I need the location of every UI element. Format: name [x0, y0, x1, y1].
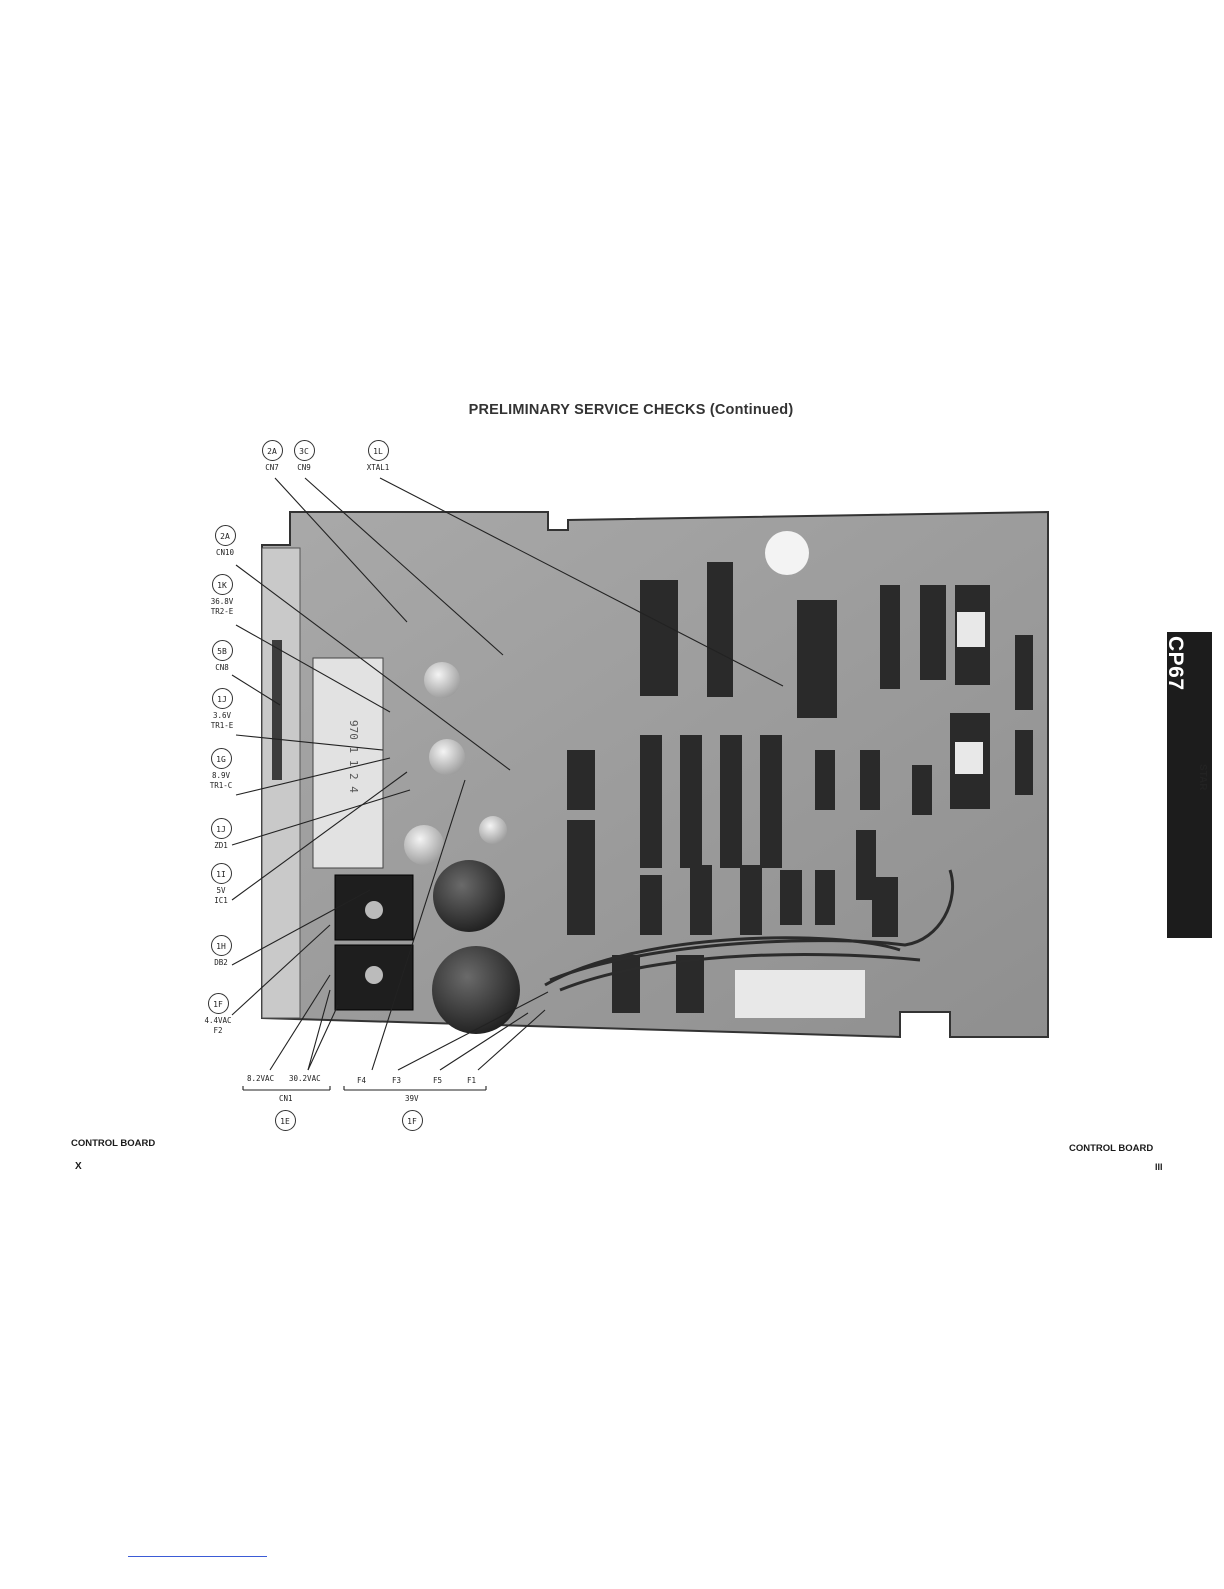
callout-circle: 3C — [294, 440, 315, 461]
callout-label: ZD1 — [204, 841, 238, 851]
callout-label: 3.6V — [205, 711, 239, 721]
callout-label-2: IC1 — [204, 896, 238, 906]
callout-circle: 2A — [215, 525, 236, 546]
callout-circle: 1E — [275, 1110, 296, 1131]
callout-label-2: TR1-E — [205, 721, 239, 731]
callout-label: 36.8V — [205, 597, 239, 607]
callout-circle: 1F — [208, 993, 229, 1014]
relay-module: 970 1 1 2 4 — [313, 658, 383, 868]
callout-label: CN7 — [258, 463, 286, 473]
callout-circle: 1G — [211, 748, 232, 769]
callout-circle: 1I — [211, 863, 232, 884]
callout-label-2: TR2-E — [205, 607, 239, 617]
callout-label: 5V — [204, 886, 238, 896]
callout-label: 8.9V — [204, 771, 238, 781]
callout-label: CN9 — [290, 463, 318, 473]
callout-3c-cn9: 3C CN9 — [290, 440, 318, 473]
label-8-2vac: 8.2VAC — [247, 1074, 274, 1083]
callout-1i-ic1: 1I 5V IC1 — [204, 863, 238, 906]
callout-circle: 1L — [368, 440, 389, 461]
label-cn1: CN1 — [279, 1094, 293, 1103]
callout-label-2: F2 — [198, 1026, 238, 1036]
callout-label: DB2 — [204, 958, 238, 968]
side-tab-code: CP67 — [1163, 636, 1187, 691]
label-f5: F5 — [433, 1076, 442, 1085]
callout-5b-cn8: 5B CN8 — [205, 640, 239, 673]
board-silk-number: 970 1 1 2 4 — [347, 720, 360, 793]
footer-left-label: CONTROL BOARD — [71, 1138, 155, 1149]
side-tab-text: CP67 STAR MODEL NR-10(VERSIONS 1,2,3) — [1144, 632, 1189, 938]
callout-label: XTAL1 — [360, 463, 396, 473]
callout-circle: 1J — [212, 688, 233, 709]
callout-1g-tr1c: 1G 8.9V TR1-C — [204, 748, 238, 791]
side-tab-model: MODEL NR-10(VERSIONS 1,2,3) — [1154, 702, 1165, 845]
callout-2a-cn10: 2A CN10 — [208, 525, 242, 558]
label-39v: 39V — [405, 1094, 419, 1103]
label-f3: F3 — [392, 1076, 401, 1085]
callout-label: 4.4VAC — [198, 1016, 238, 1026]
section-side-tab: CP67 STAR MODEL NR-10(VERSIONS 1,2,3) — [1167, 632, 1212, 938]
callout-2a-cn7: 2A CN7 — [258, 440, 286, 473]
callout-circle: 1K — [212, 574, 233, 595]
callout-label: CN8 — [205, 663, 239, 673]
callout-1h-db2: 1H DB2 — [204, 935, 238, 968]
callout-circle: 2A — [262, 440, 283, 461]
footer-right-page: III — [1155, 1162, 1163, 1172]
callout-circle: 1F — [402, 1110, 423, 1131]
label-f1: F1 — [467, 1076, 476, 1085]
footer-right-label: CONTROL BOARD — [1069, 1143, 1153, 1154]
callout-1l-xtal1: 1L XTAL1 — [360, 440, 396, 473]
label-30-2vac: 30.2VAC — [289, 1074, 321, 1083]
side-tab-brand: STAR — [1197, 764, 1208, 790]
callout-1k-tr2e: 1K 36.8V TR2-E — [205, 574, 239, 617]
label-f4: F4 — [357, 1076, 366, 1085]
edge-connector — [262, 548, 300, 1018]
callout-1j-tr1e: 1J 3.6V TR1-E — [205, 688, 239, 731]
callout-1f-f2: 1F 4.4VAC F2 — [198, 993, 238, 1036]
callout-1j-zd1: 1J ZD1 — [204, 818, 238, 851]
callout-circle: 1H — [211, 935, 232, 956]
callout-circle: 1J — [211, 818, 232, 839]
footer-left-page: X — [75, 1161, 82, 1172]
callout-circle: 5B — [212, 640, 233, 661]
callout-label-2: TR1-C — [204, 781, 238, 791]
bottom-rule — [128, 1556, 267, 1557]
callout-1f-bottom: 1F — [401, 1110, 423, 1131]
callout-label: CN10 — [208, 548, 242, 558]
callout-1e: 1E — [274, 1110, 296, 1131]
